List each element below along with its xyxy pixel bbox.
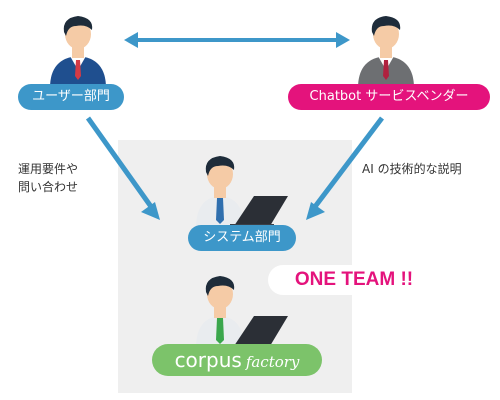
user-dept-label: ユーザー部門 (18, 84, 124, 110)
vendor-person-icon (358, 16, 414, 88)
system-dept-label: システム部門 (188, 225, 296, 251)
one-team-callout: ONE TEAM !! (268, 265, 440, 295)
vendor-to-system-arrow (306, 116, 384, 220)
system-dept-person-icon (196, 156, 288, 228)
vendor-label: Chatbot サービスベンダー (288, 84, 490, 110)
logo-sub-text: factory (245, 353, 300, 371)
right-note: AI の技術的な説明 (362, 162, 462, 176)
user-to-system-arrow (85, 116, 160, 220)
logo-main-text: corpus (174, 348, 242, 372)
user-dept-person-icon (50, 16, 106, 88)
user-vendor-double-arrow (124, 32, 350, 48)
left-note: 運用要件や 問い合わせ (18, 162, 79, 194)
